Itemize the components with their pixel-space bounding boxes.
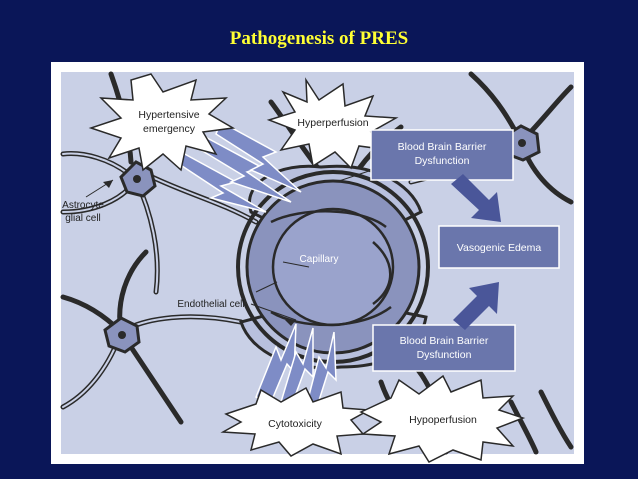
astrocyte-nucleus-right [518,139,526,147]
capillary-lumen [271,207,395,327]
label-bbb-top-line1: Blood Brain Barrier [398,141,487,153]
box-bbb-dysfunction-bottom [372,324,516,372]
astrocyte-pointer-arrowhead [103,180,113,188]
label-hypertensive-line2: emergency [143,123,196,135]
endothelial-pointer-arrowhead [285,320,296,326]
label-hypoperfusion: Hypoperfusion [409,414,477,426]
starburst-hyperperfusion [266,77,399,170]
box-vasogenic-edema [438,225,560,269]
starburst-hypoperfusion [359,374,526,463]
label-bbb-bottom-line1: Blood Brain Barrier [400,335,489,347]
diagram-svg: Hypertensive emergency Hyperperfusion Cy… [60,71,574,463]
arrow-bbb-top-to-edema [451,174,501,222]
astrocyte-nucleus-lower [118,331,126,339]
label-vasogenic-edema: Vasogenic Edema [457,242,542,254]
pres-pathogenesis-diagram: Hypertensive emergency Hyperperfusion Cy… [51,62,584,464]
label-hypertensive-line1: Hypertensive [138,109,199,121]
label-bbb-bottom-line2: Dysfunction [417,349,472,361]
starburst-hypertensive-emergency [88,73,236,172]
label-capillary: Capillary [300,254,339,265]
label-cytotoxicity: Cytotoxicity [268,418,322,430]
slide-title: Pathogenesis of PRES [229,28,409,49]
endothelial-layer-top [270,210,387,228]
endothelial-layer-right [372,241,392,306]
astrocyte-nucleus-upper [133,175,141,183]
label-astrocyte-line1: Astrocyte [62,200,104,211]
arrow-bbb-bottom-to-edema [453,282,499,330]
label-endothelial-cell: Endothelial cell [177,299,244,310]
box-bbb-dysfunction-top [370,129,514,181]
endothelial-layer-bottom [270,306,392,327]
label-bbb-top-line2: Dysfunction [415,155,470,167]
label-astrocyte-line2: glial cell [65,213,101,224]
label-hyperperfusion: Hyperperfusion [297,117,368,129]
